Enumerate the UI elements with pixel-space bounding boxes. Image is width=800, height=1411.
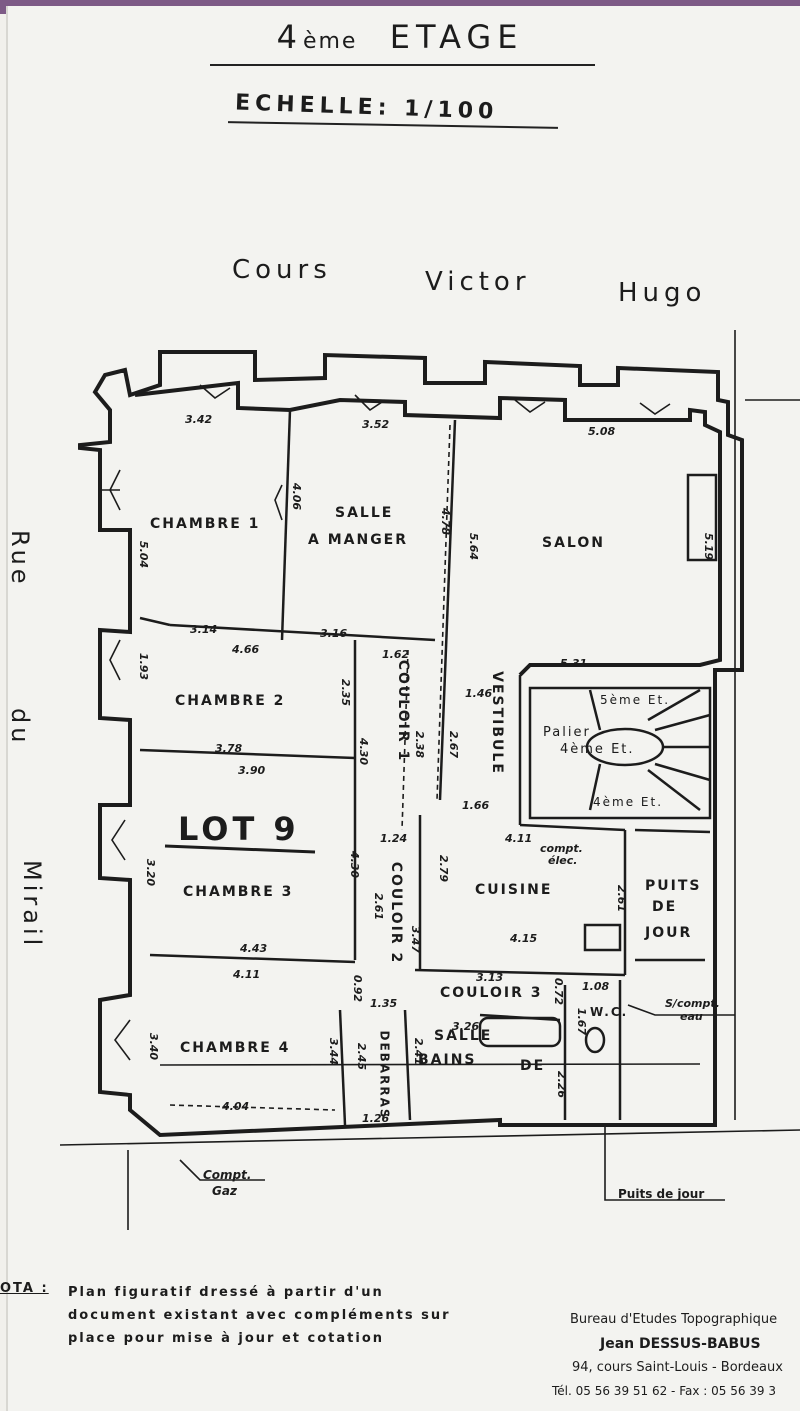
room-puits-line2: DE bbox=[652, 899, 678, 915]
dim: 1.35 bbox=[370, 997, 398, 1010]
dim: 5.19 bbox=[702, 532, 716, 561]
room-salle-line1: SALLE bbox=[335, 505, 394, 521]
room-cuisine: CUISINE bbox=[475, 882, 553, 898]
dim: 2.61 bbox=[372, 892, 386, 921]
room-de: DE bbox=[520, 1058, 546, 1074]
room-chambre-4: CHAMBRE 4 bbox=[180, 1040, 291, 1056]
compt-eau: S/compt. bbox=[665, 997, 720, 1010]
dim: 5.64 bbox=[467, 532, 481, 561]
room-salle-de-line1: SALLE bbox=[434, 1028, 493, 1044]
title-underline bbox=[210, 64, 595, 66]
dim: 2.35 bbox=[339, 678, 353, 707]
compt-gaz: Compt. bbox=[203, 1168, 252, 1182]
dim: 4.30 bbox=[357, 737, 371, 766]
dim: 2.41 bbox=[412, 1037, 426, 1066]
dim: 3.40 bbox=[147, 1032, 161, 1061]
dim: 3.26 bbox=[452, 1020, 480, 1033]
dim: 4.06 bbox=[290, 482, 304, 511]
dim: 0.72 bbox=[552, 977, 566, 1006]
dim: 0.92 bbox=[351, 974, 365, 1003]
dim: 3.52 bbox=[362, 418, 390, 431]
dim: 1.66 bbox=[462, 799, 490, 812]
bureau-name: Bureau d'Etudes Topographique bbox=[570, 1312, 778, 1327]
dim: 5.08 bbox=[588, 425, 616, 438]
compt-elec: compt. bbox=[540, 842, 583, 855]
floor-suffix: ème bbox=[302, 29, 358, 54]
dim: 1.26 bbox=[362, 1112, 390, 1125]
dim: 2.79 bbox=[437, 854, 451, 883]
dim: 2.45 bbox=[355, 1042, 369, 1071]
room-salle-line2: A MANGER bbox=[308, 532, 409, 548]
compt-elec-2: élec. bbox=[548, 854, 578, 867]
dim: 2.38 bbox=[413, 730, 427, 759]
compt-gaz-2: Gaz bbox=[212, 1184, 237, 1198]
bureau-address: 94, cours Saint-Louis - Bordeaux bbox=[572, 1360, 783, 1375]
dim: 3.78 bbox=[215, 742, 243, 755]
floor-word: ETAGE bbox=[389, 18, 524, 56]
dim: 4.11 bbox=[505, 832, 533, 845]
dim: 3.14 bbox=[190, 623, 218, 636]
dim: 3.47 bbox=[409, 925, 423, 954]
bureau-person: Jean DESSUS-BABUS bbox=[600, 1336, 761, 1352]
stair-up-label: 5ème Et. bbox=[600, 693, 671, 707]
dim: 3.42 bbox=[185, 413, 213, 426]
page-title: 4ème ETAGE bbox=[205, 18, 595, 56]
dim: 2.61 bbox=[615, 884, 629, 913]
room-salon: SALON bbox=[542, 535, 605, 551]
dim: 4.04 bbox=[222, 1100, 250, 1113]
room-bains: BAINS bbox=[418, 1052, 477, 1068]
puits-de-jour-note: Puits de jour bbox=[618, 1187, 705, 1201]
dim: 1.08 bbox=[582, 980, 610, 993]
room-couloir-3: COULOIR 3 bbox=[440, 985, 543, 1001]
dim: 1.62 bbox=[382, 648, 410, 661]
street-hugo: Hugo bbox=[618, 278, 707, 308]
room-puits-line1: PUITS bbox=[645, 878, 702, 894]
lot-label: LOT 9 bbox=[178, 810, 300, 848]
palier-label: Palier bbox=[543, 725, 591, 740]
room-couloir-2: COULOIR 2 bbox=[388, 861, 405, 965]
nota-line-3: place pour mise à jour et cotation bbox=[68, 1331, 385, 1346]
palier-floor: 4ème Et. bbox=[560, 742, 635, 757]
dim: 4.11 bbox=[233, 968, 261, 981]
dim: 3.13 bbox=[476, 971, 504, 984]
dim: 1.24 bbox=[380, 832, 408, 845]
floor-number: 4 bbox=[276, 18, 303, 56]
dim: 2.67 bbox=[447, 730, 461, 759]
room-couloir-1: COULOIR 1 bbox=[395, 659, 412, 763]
room-debarras: DEBARRAS bbox=[377, 1030, 392, 1120]
bureau-phone: Tél. 05 56 39 51 62 - Fax : 05 56 39 3 bbox=[552, 1384, 777, 1398]
stair-down-label: 4ème Et. bbox=[593, 795, 664, 809]
dim: 1.93 bbox=[137, 652, 151, 681]
dim: 4.15 bbox=[510, 932, 538, 945]
dim: 3.90 bbox=[238, 764, 266, 777]
dim: 4.66 bbox=[232, 643, 260, 656]
dim: 2.26 bbox=[555, 1070, 569, 1099]
dim: 1.46 bbox=[465, 687, 493, 700]
room-puits-line3: JOUR bbox=[645, 925, 693, 941]
street-victor: Victor bbox=[425, 267, 531, 297]
dim: 5.31 bbox=[560, 657, 588, 670]
dim: 3.44 bbox=[327, 1037, 341, 1066]
nota-label: OTA : bbox=[0, 1281, 49, 1296]
dim: 1.67 bbox=[575, 1007, 589, 1036]
nota-line-2: document existant avec compléments sur bbox=[68, 1308, 451, 1323]
room-chambre-3: CHAMBRE 3 bbox=[183, 884, 294, 900]
dim: 4.78 bbox=[439, 507, 453, 536]
street-cours: Cours bbox=[232, 255, 332, 285]
room-wc: W.C. bbox=[590, 1005, 629, 1019]
room-chambre-1: CHAMBRE 1 bbox=[150, 516, 261, 532]
room-chambre-2: CHAMBRE 2 bbox=[175, 693, 286, 709]
dim: 3.16 bbox=[320, 627, 348, 640]
compt-eau-2: eau bbox=[680, 1010, 703, 1023]
nota-line-1: Plan figuratif dressé à partir d'un bbox=[68, 1285, 384, 1300]
dim: 3.20 bbox=[144, 858, 158, 887]
dim: 4.30 bbox=[348, 850, 362, 879]
dim: 5.04 bbox=[137, 540, 151, 569]
dim: 4.43 bbox=[240, 942, 268, 955]
